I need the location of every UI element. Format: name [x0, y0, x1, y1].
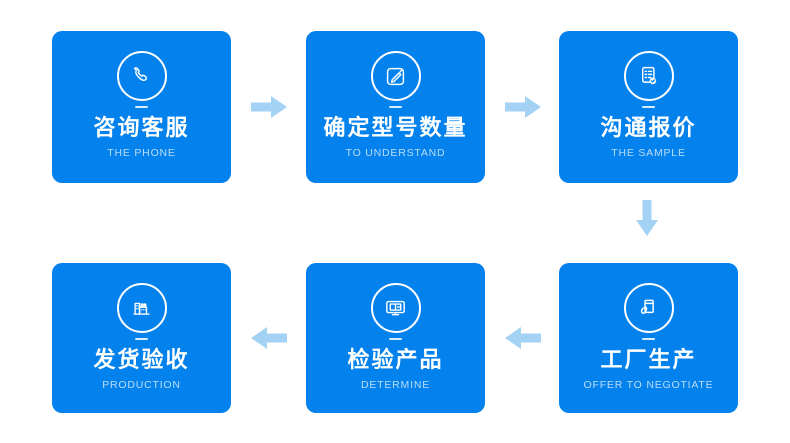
divider-dash: [642, 106, 655, 108]
arrow-down-icon: [636, 200, 658, 236]
icon-circle: [370, 283, 421, 333]
icon-circle: [623, 51, 674, 101]
step-card-confirm-model: 确定型号数量 TO UNDERSTAND: [306, 31, 485, 183]
step-subtitle: THE SAMPLE: [611, 147, 686, 159]
step-subtitle: THE PHONE: [107, 147, 176, 159]
step-card-factory: 工厂生产 OFFER TO NEGOTIATE: [559, 263, 738, 413]
step-subtitle: DETERMINE: [360, 379, 431, 391]
edit-pencil-icon: [386, 67, 405, 85]
step-subtitle: PRODUCTION: [102, 379, 181, 391]
step-subtitle: OFFER TO NEGOTIATE: [583, 379, 714, 391]
divider-dash: [135, 338, 148, 340]
step-card-delivery: 发货验收 PRODUCTION: [52, 263, 231, 413]
arrow-left-icon: [251, 327, 287, 349]
step-title: 检验产品: [347, 347, 444, 372]
divider-dash: [135, 106, 148, 108]
quote-checklist-icon: [641, 66, 657, 84]
step-title: 咨询客服: [93, 115, 190, 140]
icon-circle: [116, 283, 167, 333]
monitor-inspect-icon: [386, 300, 405, 315]
arrow-right-icon: [251, 96, 287, 118]
step-card-quote: 沟通报价 THE SAMPLE: [559, 31, 738, 183]
icon-circle: [116, 51, 167, 101]
divider-dash: [389, 338, 402, 340]
arrow-left-icon: [505, 327, 541, 349]
step-subtitle: TO UNDERSTAND: [345, 147, 446, 159]
factory-production-icon: [640, 299, 654, 314]
divider-dash: [642, 338, 655, 340]
step-title: 沟通报价: [600, 115, 697, 140]
icon-circle: [623, 283, 674, 333]
step-title: 确定型号数量: [323, 115, 468, 140]
arrow-right-icon: [505, 96, 541, 118]
divider-dash: [389, 106, 402, 108]
warehouse-buildings-icon: [133, 302, 150, 315]
step-title: 工厂生产: [600, 347, 697, 372]
step-card-consult: 咨询客服 THE PHONE: [52, 31, 231, 183]
step-card-inspect: 检验产品 DETERMINE: [306, 263, 485, 413]
phone-icon: [133, 66, 148, 81]
step-title: 发货验收: [93, 347, 190, 372]
icon-circle: [370, 51, 421, 101]
